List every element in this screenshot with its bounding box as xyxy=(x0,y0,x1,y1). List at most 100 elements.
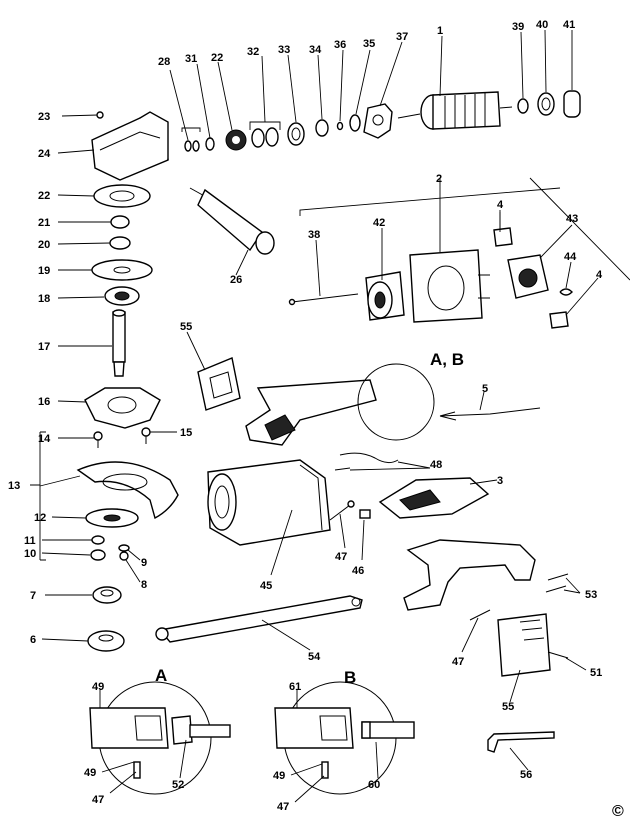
callout-36: 36 xyxy=(334,39,346,51)
copyright-mark: © xyxy=(612,803,624,820)
callout-14: 14 xyxy=(38,433,51,445)
guard-13 xyxy=(76,461,179,520)
spindle-head-16 xyxy=(84,387,161,429)
callout-55-top: 55 xyxy=(180,321,192,333)
callout-22-top: 22 xyxy=(211,52,223,64)
nut-21 xyxy=(110,215,130,229)
lead-48 xyxy=(334,452,399,471)
washer-39 xyxy=(517,98,529,114)
washers-28 xyxy=(184,140,200,152)
pinion-22 xyxy=(225,129,247,151)
callout-26: 26 xyxy=(230,274,242,286)
callout-4-bottom: 4 xyxy=(596,269,603,281)
nut-7 xyxy=(92,586,122,604)
screw-23 xyxy=(61,111,104,119)
callout-49-a: 49 xyxy=(84,767,96,779)
washer-11 xyxy=(91,535,105,545)
callout-44: 44 xyxy=(564,251,577,263)
callout-38: 38 xyxy=(308,229,320,241)
callout-61: 61 xyxy=(289,681,301,693)
screw-47-mid xyxy=(329,500,355,521)
screw-51 xyxy=(547,651,569,659)
inset-a xyxy=(89,681,231,795)
screw-47-right xyxy=(469,609,491,621)
bearings-32 xyxy=(251,127,279,148)
callout-23: 23 xyxy=(38,111,50,123)
callout-60: 60 xyxy=(368,779,380,791)
motor-housing-45 xyxy=(207,459,331,546)
brush-4-top xyxy=(493,227,513,247)
callout-16: 16 xyxy=(38,396,50,408)
bearing-40 xyxy=(537,92,555,116)
callout-10: 10 xyxy=(24,548,36,560)
callout-39: 39 xyxy=(512,21,524,33)
brush-holder-43 xyxy=(507,254,549,299)
handle-housing xyxy=(245,379,377,446)
callout-33: 33 xyxy=(278,44,290,56)
callout-1: 1 xyxy=(437,25,443,37)
callout-53: 53 xyxy=(585,589,597,601)
clip-36 xyxy=(336,121,344,131)
gear-22 xyxy=(93,184,151,208)
washer-19 xyxy=(91,259,153,281)
field-2 xyxy=(409,249,490,323)
spring-44 xyxy=(559,288,573,296)
bearing-18 xyxy=(104,286,140,306)
callout-7: 7 xyxy=(30,590,36,602)
rear-handle xyxy=(403,539,536,611)
callout-40: 40 xyxy=(536,19,548,31)
callout-4-top: 4 xyxy=(497,199,504,211)
callout-34: 34 xyxy=(309,44,322,56)
washer-31 xyxy=(205,137,215,151)
clip-46 xyxy=(359,509,371,519)
sleeve-41 xyxy=(563,90,581,118)
tie-rod-38 xyxy=(288,293,359,306)
armature-1 xyxy=(397,91,513,130)
callout-32: 32 xyxy=(247,46,259,58)
callout-31: 31 xyxy=(185,53,197,65)
brush-holder-42 xyxy=(365,271,405,321)
spanner-54 xyxy=(155,595,363,643)
callout-labels: 1 2 3 4 4 5 6 7 8 9 10 11 12 13 14 15 16… xyxy=(8,19,624,820)
screw-15 xyxy=(141,427,151,444)
callout-15: 15 xyxy=(180,427,192,439)
callout-28: 28 xyxy=(158,56,170,68)
callout-42: 42 xyxy=(373,217,385,229)
callout-51: 51 xyxy=(590,667,602,679)
switch-cover-55-top xyxy=(197,357,241,411)
washer-20 xyxy=(109,236,131,250)
screw-14 xyxy=(93,431,103,448)
cover-55-bottom xyxy=(497,613,551,677)
callout-12: 12 xyxy=(34,512,46,524)
washer-35 xyxy=(349,114,361,132)
cable-5 xyxy=(439,407,541,421)
callout-6: 6 xyxy=(30,634,36,646)
hex-key-56 xyxy=(487,731,555,753)
callout-47-b: 47 xyxy=(277,801,289,813)
fan-37 xyxy=(363,103,393,139)
callout-22-left: 22 xyxy=(38,190,50,202)
inset-a-label: A xyxy=(155,666,167,685)
spindle-17 xyxy=(112,309,126,377)
flange-6 xyxy=(87,630,125,652)
screws-53 xyxy=(545,573,569,593)
leader-lines xyxy=(30,29,599,803)
callout-47-mid: 47 xyxy=(335,551,347,563)
callout-55-bottom: 55 xyxy=(502,701,514,713)
switch-3 xyxy=(378,477,490,519)
callout-48: 48 xyxy=(430,459,442,471)
callout-8: 8 xyxy=(141,579,147,591)
callout-45: 45 xyxy=(260,580,272,592)
nut-10 xyxy=(90,549,106,561)
callout-49-b: 49 xyxy=(273,770,285,782)
inset-ab-label: A, B xyxy=(430,350,464,369)
callout-47-right: 47 xyxy=(452,656,464,668)
inset-circle-ab xyxy=(357,363,435,441)
callout-5: 5 xyxy=(482,383,488,395)
callout-54: 54 xyxy=(308,651,321,663)
flange-12 xyxy=(85,508,139,528)
callout-18: 18 xyxy=(38,293,50,305)
callout-20: 20 xyxy=(38,239,50,251)
callout-3: 3 xyxy=(497,475,503,487)
